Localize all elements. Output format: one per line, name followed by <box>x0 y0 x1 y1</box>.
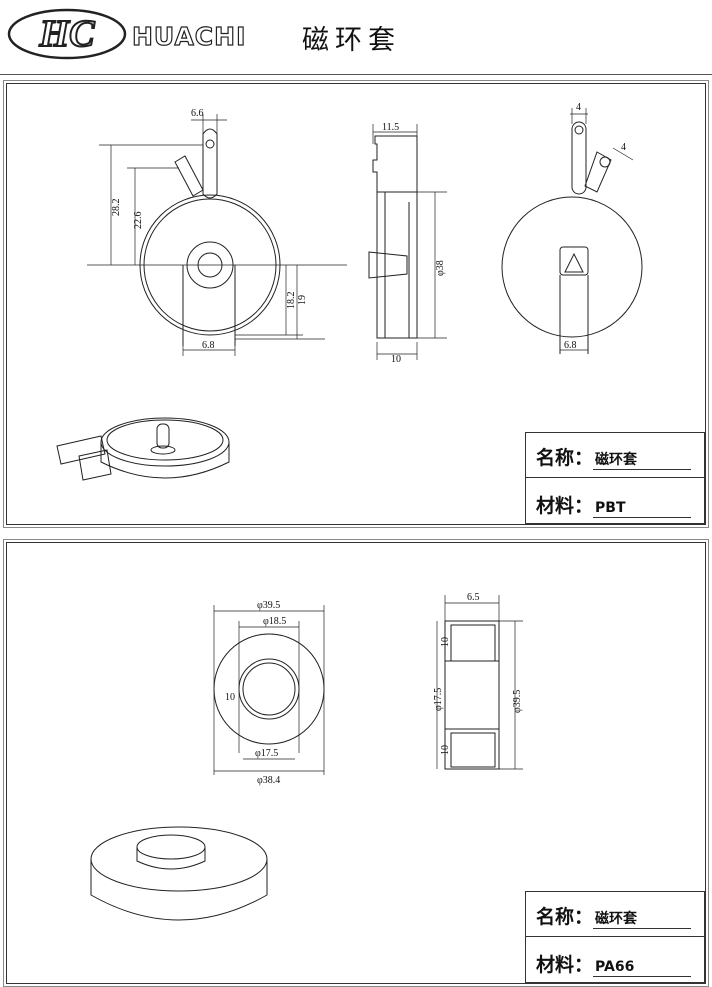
name-value: 磁环套 <box>593 910 692 929</box>
page-title: 磁环套 <box>302 25 401 56</box>
dim-label: φ17.5 <box>255 748 278 759</box>
material-value: PA66 <box>593 958 692 977</box>
front-tab <box>202 128 218 199</box>
dim-label: 4 <box>576 102 581 113</box>
dim-label: φ17.5 <box>433 688 444 711</box>
drawing-panel-pa66: φ39.5 φ18.5 10 φ17.5 φ38.4 6.5 10 φ17.5 … <box>6 542 706 984</box>
name-label: 名称： <box>536 906 594 928</box>
dim-label: φ39.5 <box>512 690 523 713</box>
dim-label: 19 <box>297 295 308 305</box>
dim-label: 22.6 <box>133 212 144 230</box>
dim-label: 6.8 <box>564 340 577 351</box>
dim-label: 10 <box>391 354 401 365</box>
dim-label: 10 <box>225 692 235 703</box>
dim-label: φ39.5 <box>257 600 280 611</box>
dim-label: 28.2 <box>111 199 122 217</box>
pa66-ring-drawing: φ39.5 φ18.5 10 φ17.5 φ38.4 6.5 10 φ17.5 … <box>90 592 523 921</box>
ring-inner-circle <box>238 658 300 720</box>
info-divider <box>526 936 704 937</box>
part-info-box: 名称：磁环套 材料：PBT <box>525 432 705 524</box>
dim-label: 11.5 <box>382 122 399 133</box>
rear-outer-circle <box>501 196 643 338</box>
dim-label: φ18.5 <box>263 616 286 627</box>
ring-side-section <box>444 620 500 770</box>
part-info-box: 名称：磁环套 材料：PA66 <box>525 891 705 983</box>
side-view-upper <box>372 135 418 193</box>
pbt-sleeve-drawing: 6.6 28.2 22.6 18.2 19 6.8 11.5 φ38 10 4 … <box>56 102 643 481</box>
dim-label: 4 <box>621 142 626 153</box>
logo-letters: HC <box>39 13 96 55</box>
page-header: HC HUACHI 磁环套 <box>0 0 712 72</box>
dim-label: 6.5 <box>467 592 480 603</box>
brand-name: HUACHI <box>131 21 247 51</box>
dim-label: 6.6 <box>191 108 204 119</box>
material-value: PBT <box>593 499 692 518</box>
dim-label: 10 <box>440 745 451 755</box>
dim-label: φ38 <box>435 260 446 276</box>
material-label: 材料： <box>536 495 594 517</box>
dim-label: φ38.4 <box>257 775 280 786</box>
huachi-logo: HC <box>7 8 127 60</box>
dim-label: 6.8 <box>202 340 215 351</box>
ring-outer-circle <box>213 633 325 745</box>
material-label: 材料： <box>536 954 594 976</box>
name-value: 磁环套 <box>593 451 692 470</box>
dim-label: 18.2 <box>286 292 297 310</box>
info-divider <box>526 477 704 478</box>
drawing-panel-pbt: 6.6 28.2 22.6 18.2 19 6.8 11.5 φ38 10 4 … <box>6 83 706 525</box>
dim-label: 10 <box>440 637 451 647</box>
name-label: 名称： <box>536 447 594 469</box>
header-divider <box>0 74 712 75</box>
